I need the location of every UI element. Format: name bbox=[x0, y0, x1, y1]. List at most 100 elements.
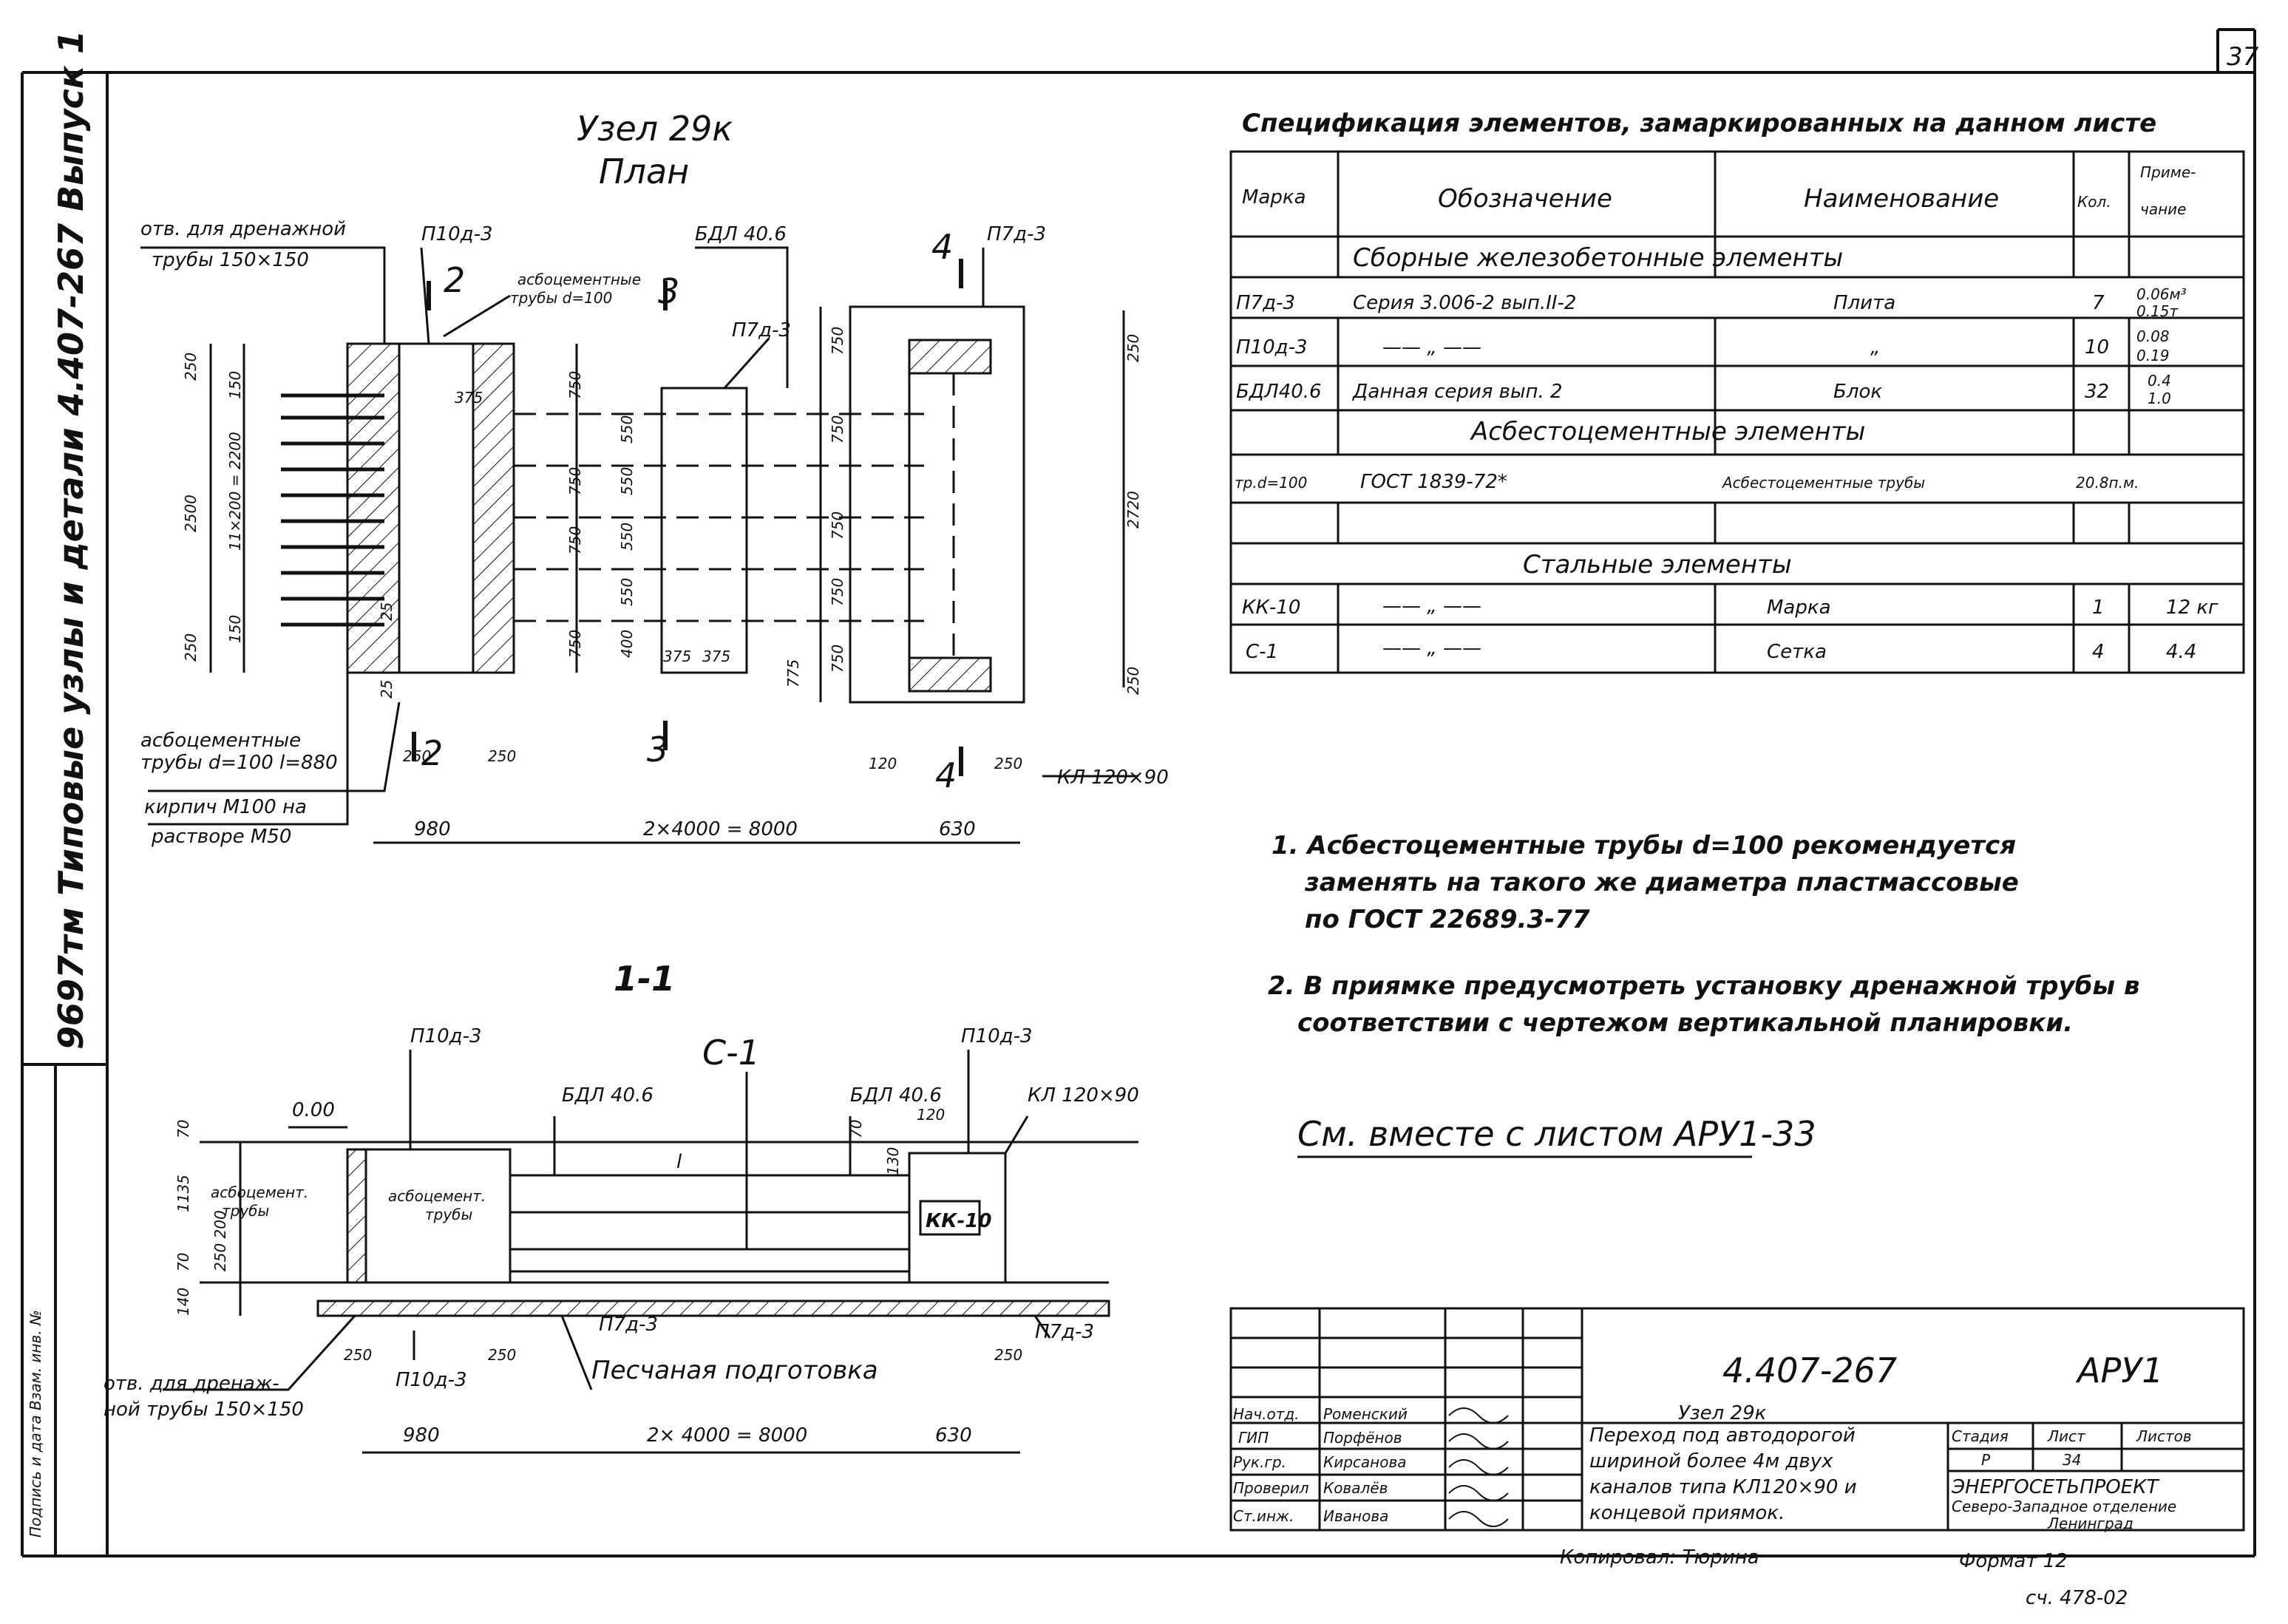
title-block-grid bbox=[1229, 1307, 2245, 1532]
svg-text:ГИП: ГИП bbox=[1238, 1429, 1269, 1447]
sec-label-asb-mid: асбоцемент. bbox=[388, 1187, 486, 1205]
svg-text:550: 550 bbox=[618, 415, 636, 444]
svg-text:750: 750 bbox=[829, 327, 846, 355]
svg-text:750: 750 bbox=[829, 645, 846, 673]
svg-text:70: 70 bbox=[847, 1120, 865, 1138]
note-1-line-2: заменять на такого же диаметра пластмасс… bbox=[1304, 868, 2019, 897]
sec-dim-8000: 2× 4000 = 8000 bbox=[647, 1424, 807, 1447]
dim-980-plan: 980 bbox=[414, 818, 451, 840]
svg-text:750: 750 bbox=[829, 512, 846, 540]
svg-text:750: 750 bbox=[566, 630, 584, 658]
svg-text:П7д-3: П7д-3 bbox=[1236, 292, 1295, 314]
spec-table-grid bbox=[1229, 150, 2245, 674]
dim-8000-plan: 2×4000 = 8000 bbox=[643, 818, 798, 840]
svg-text:Рук.гр.: Рук.гр. bbox=[1233, 1453, 1286, 1471]
svg-text:Порфёнов: Порфёнов bbox=[1323, 1429, 1402, 1447]
svg-text:70: 70 bbox=[174, 1120, 192, 1138]
sheet-header: Лист bbox=[2047, 1427, 2086, 1445]
spec-header-designation: Обозначение bbox=[1438, 184, 1612, 214]
doc-title-2: Переход под автодорогой bbox=[1589, 1424, 1856, 1447]
sec-label-pipes-left: трубы bbox=[222, 1202, 269, 1220]
spec-group-1: Сборные железобетонные элементы bbox=[1353, 243, 1843, 273]
copied-by: Копировал: Тюрина bbox=[1560, 1546, 1759, 1569]
svg-text:12 кг: 12 кг bbox=[2166, 597, 2219, 619]
section-mark-3-bottom: 3 bbox=[647, 730, 668, 769]
sec-label-bdl-left: БДЛ 40.6 bbox=[562, 1084, 654, 1107]
sec-label-p7d3-mid: П7д-3 bbox=[599, 1314, 658, 1336]
channel-lines bbox=[514, 412, 924, 622]
svg-text:Ст.инж.: Ст.инж. bbox=[1233, 1507, 1294, 1525]
svg-text:150: 150 bbox=[226, 615, 244, 643]
section-labels: П10д-3 0.00 БДЛ 40.6 С-1 БДЛ 40.6 П10д-3… bbox=[103, 1025, 1139, 1447]
label-kl: КЛ 120×90 bbox=[1057, 767, 1169, 789]
svg-text:КК-10: КК-10 bbox=[1242, 597, 1300, 619]
sheet-value: 34 bbox=[2063, 1451, 2081, 1469]
spec-header-note-1: Приме- bbox=[2140, 163, 2196, 181]
side-stamp-text: 9697тм Типовые узлы и детали 4.407-267 В… bbox=[51, 30, 91, 1050]
section-mark-4-bottom: 4 bbox=[935, 755, 957, 795]
sec-dim-120: 120 bbox=[917, 1106, 945, 1124]
svg-text:2500: 2500 bbox=[182, 495, 200, 532]
svg-text:140: 140 bbox=[174, 1288, 192, 1316]
label-p7d3-top: П7д-3 bbox=[987, 223, 1046, 245]
doc-title-4: каналов типа КЛ120×90 и bbox=[1589, 1476, 1857, 1498]
svg-text:10: 10 bbox=[2085, 336, 2109, 359]
sec-label-bdl-right: БДЛ 40.6 bbox=[850, 1084, 942, 1107]
svg-text:250: 250 bbox=[1124, 334, 1142, 362]
label-drain-pipe: трубы 150×150 bbox=[152, 249, 309, 271]
notes: 1. Асбестоцементные трубы d=100 рекоменд… bbox=[1268, 831, 2139, 1158]
svg-text:550: 550 bbox=[618, 467, 636, 495]
section-mark-4-top: 4 bbox=[931, 227, 953, 267]
dim-250c-plan: 250 bbox=[994, 755, 1022, 772]
title-block: 4.407-267 АРУ1 Узел 29к Переход под авто… bbox=[1233, 1350, 2192, 1532]
dim-250b-plan: 250 bbox=[488, 747, 516, 765]
svg-text:0.08: 0.08 bbox=[2136, 327, 2170, 345]
label-drain-hole: отв. для дренажной bbox=[140, 218, 346, 240]
spec-group-2: Асбестоцементные элементы bbox=[1470, 417, 1865, 446]
section-mark-2-top: 2 bbox=[444, 260, 465, 300]
svg-text:250: 250 bbox=[182, 633, 200, 662]
doc-code: АРУ1 bbox=[2075, 1350, 2164, 1390]
sec-dim-630: 630 bbox=[935, 1424, 972, 1447]
table-row: тр.d=100 ГОСТ 1839-72* Асбестоцементные … bbox=[1235, 471, 2139, 493]
dim-250a-plan: 250 bbox=[403, 747, 431, 765]
svg-text:Сетка: Сетка bbox=[1767, 641, 1827, 663]
sec-label-pipes-mid: трубы bbox=[425, 1206, 472, 1223]
svg-text:Нач.отд.: Нач.отд. bbox=[1233, 1405, 1300, 1423]
spec-header-name: Наименование bbox=[1804, 184, 1999, 214]
label-bdl: БДЛ 40.6 bbox=[695, 223, 787, 245]
sheets-header: Листов bbox=[2136, 1427, 2192, 1445]
drainage-pipes bbox=[281, 393, 384, 627]
plan-subtitle: План bbox=[599, 152, 689, 191]
svg-text:—— „ ——: —— „ —— bbox=[1382, 595, 1481, 617]
spec-header-mark: Марка bbox=[1242, 186, 1306, 208]
svg-text:32: 32 bbox=[2085, 381, 2109, 403]
org-city: Ленинград bbox=[2047, 1515, 2133, 1532]
format: Формат 12 bbox=[1959, 1550, 2068, 1572]
sec-label-kl: КЛ 120×90 bbox=[1028, 1084, 1139, 1107]
section-vertical-dims: 70 1135 70 140 250 200 70 130 bbox=[174, 1120, 902, 1316]
dim-375a-plan: 375 bbox=[663, 648, 691, 665]
sec-label-l: l bbox=[676, 1151, 682, 1173]
sec-label-kk10: КК-10 bbox=[926, 1210, 991, 1232]
section-mark-2-bottom: 2 bbox=[421, 733, 443, 773]
sec-label-p7d3-right: П7д-3 bbox=[1035, 1321, 1094, 1343]
plan-vertical-dims: 250 2500 250 11×200 = 2200 150 150 750 7… bbox=[182, 327, 1142, 699]
section-mark-3-top: 3 bbox=[658, 271, 679, 311]
svg-text:4: 4 bbox=[2092, 641, 2105, 663]
svg-text:Проверил: Проверил bbox=[1233, 1479, 1309, 1497]
signature-row: Рук.гр. Кирсанова bbox=[1233, 1453, 1407, 1471]
label-asbestos-top-d: трубы d=100 bbox=[510, 289, 612, 307]
dim-120-plan: 120 bbox=[869, 755, 897, 772]
signature-row: Нач.отд. Роменский bbox=[1233, 1405, 1408, 1423]
svg-text:Серия 3.006-2 вып.II-2: Серия 3.006-2 вып.II-2 bbox=[1353, 292, 1576, 314]
signature-row: Проверил Ковалёв bbox=[1233, 1479, 1388, 1497]
section-title: 1-1 bbox=[614, 959, 675, 999]
sec-label-drain-pipe: ной трубы 150×150 bbox=[103, 1399, 304, 1421]
svg-text:0.06м³: 0.06м³ bbox=[2136, 285, 2187, 303]
stage-header: Стадия bbox=[1952, 1427, 2009, 1445]
section-view bbox=[163, 1050, 1138, 1454]
node-title: Узел 29к bbox=[577, 109, 733, 149]
sec-label-asb-left: асбоцемент. bbox=[211, 1183, 308, 1201]
